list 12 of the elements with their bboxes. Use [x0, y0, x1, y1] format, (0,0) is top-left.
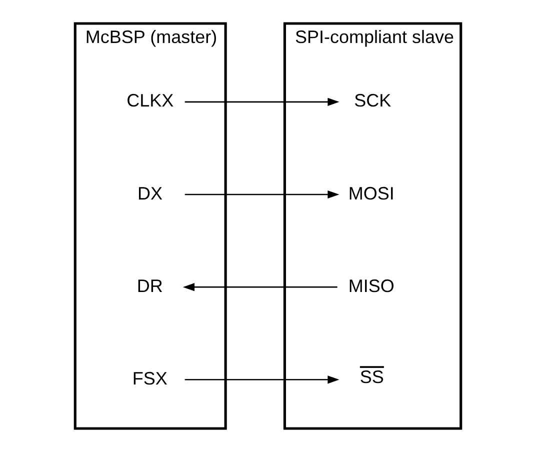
arrow — [182, 283, 337, 292]
node-text: FSX — [132, 368, 167, 388]
node-text: MISO — [348, 276, 394, 296]
arrow — [184, 190, 339, 199]
arrow — [184, 98, 339, 106]
node-text: SS — [359, 367, 384, 388]
arrow — [184, 376, 339, 384]
node-text: MOSI — [348, 183, 394, 204]
node-text: DR — [136, 276, 162, 296]
node-text: SCK — [354, 90, 391, 111]
node-text: DX — [137, 183, 162, 204]
node-text: CLKX — [126, 90, 174, 111]
